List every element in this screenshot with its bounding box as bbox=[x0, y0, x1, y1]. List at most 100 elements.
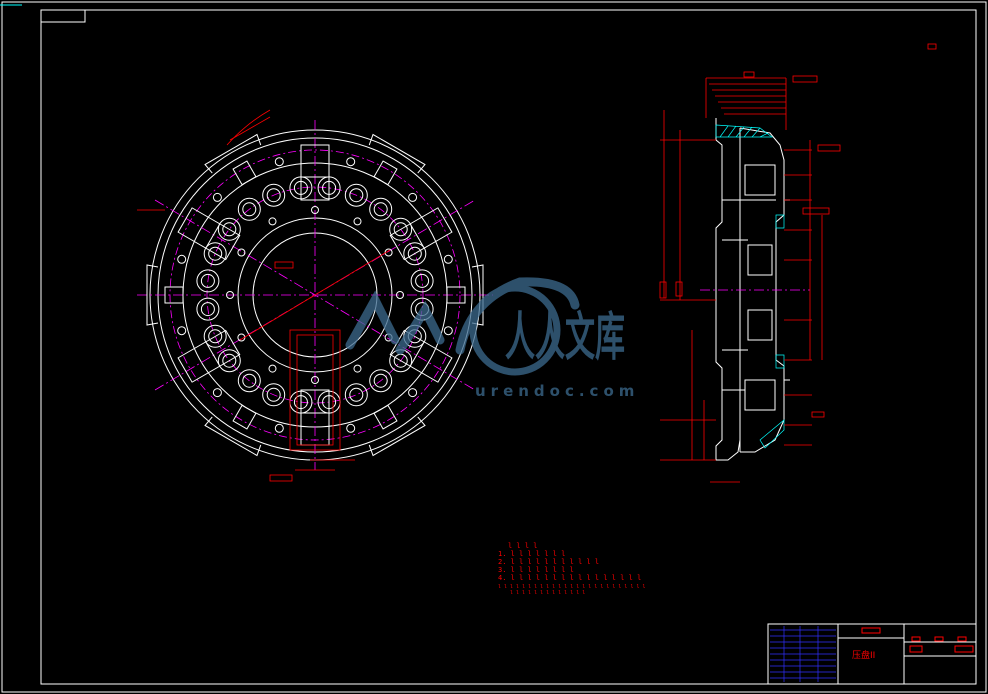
hub-hole bbox=[311, 206, 319, 214]
watermark-logo-text: 人人文库 bbox=[505, 308, 625, 368]
mount-hole bbox=[203, 324, 227, 348]
mount-hole-inner bbox=[266, 387, 281, 402]
watermark-url-text: urendoc.com bbox=[475, 382, 639, 400]
small-hole bbox=[443, 254, 453, 264]
hub-hole bbox=[226, 291, 234, 299]
window-divider bbox=[205, 341, 221, 367]
mount-hole bbox=[262, 383, 286, 407]
hub-hole bbox=[353, 364, 362, 373]
mount-hole-inner bbox=[200, 302, 215, 317]
mount-hole-inner bbox=[222, 353, 237, 368]
window-outline bbox=[389, 207, 453, 261]
spoke-window bbox=[177, 329, 241, 383]
title-block bbox=[767, 623, 977, 685]
lug-pocket bbox=[164, 286, 184, 304]
watermark: 人人文库 urendoc.com bbox=[345, 277, 639, 400]
note-line-3: 3. l l l l l l l l bbox=[498, 566, 574, 574]
hub-hole bbox=[268, 217, 277, 226]
outer-lug bbox=[204, 133, 262, 186]
lug-pocket bbox=[446, 286, 466, 304]
note-line-2: 2. l l l l l l l l l l l bbox=[498, 558, 599, 566]
hub-hole bbox=[268, 364, 277, 373]
small-hole bbox=[274, 157, 284, 167]
lug-outline bbox=[146, 264, 159, 326]
mount-hole-inner bbox=[373, 373, 388, 388]
outer-lug bbox=[368, 404, 426, 457]
small-hole bbox=[443, 326, 453, 336]
mount-hole-inner bbox=[349, 188, 364, 203]
small-hole bbox=[346, 423, 356, 433]
note-line-0: l l l l bbox=[508, 542, 538, 550]
watermark-logo-icon bbox=[345, 277, 580, 355]
mount-hole bbox=[410, 269, 434, 293]
lug-pocket bbox=[373, 160, 398, 186]
mount-hole bbox=[196, 269, 220, 293]
spoke-window bbox=[300, 144, 330, 201]
mount-hole-inner bbox=[242, 373, 257, 388]
mount-hole bbox=[217, 217, 241, 241]
front-slots bbox=[177, 144, 453, 446]
spoke-window bbox=[177, 207, 241, 261]
mount-hole bbox=[369, 369, 393, 393]
small-hole bbox=[408, 192, 418, 202]
front-dimensions bbox=[137, 109, 391, 482]
front-lugs bbox=[146, 133, 484, 457]
hub-hole bbox=[396, 291, 404, 299]
small-hole bbox=[274, 423, 284, 433]
section-view bbox=[659, 43, 937, 483]
lug-outline bbox=[368, 416, 426, 457]
small-hole bbox=[212, 388, 222, 398]
note-line-6: l l l l l l l l l l l l l bbox=[510, 590, 585, 596]
mount-hole bbox=[262, 183, 286, 207]
mount-hole-inner bbox=[222, 222, 237, 237]
mount-hole bbox=[369, 197, 393, 221]
mount-hole-inner bbox=[208, 329, 223, 344]
small-hole bbox=[177, 326, 187, 336]
small-hole bbox=[177, 254, 187, 264]
window-outline bbox=[177, 329, 241, 383]
lug-pocket bbox=[232, 160, 257, 186]
watermark-ring-icon bbox=[469, 284, 561, 376]
mount-hole-inner bbox=[373, 202, 388, 217]
outer-lug bbox=[146, 264, 184, 326]
mount-hole bbox=[403, 242, 427, 266]
front-holes bbox=[177, 157, 453, 433]
mount-hole-inner bbox=[266, 188, 281, 203]
hub-hole bbox=[237, 248, 246, 257]
window-divider bbox=[409, 223, 425, 249]
mount-hole bbox=[389, 217, 413, 241]
window-divider bbox=[205, 223, 221, 249]
hub-hole bbox=[353, 217, 362, 226]
mount-hole-inner bbox=[242, 202, 257, 217]
mount-hole-inner bbox=[349, 387, 364, 402]
lug-outline bbox=[204, 133, 262, 174]
window-outline bbox=[300, 144, 330, 201]
lug-outline bbox=[204, 416, 262, 457]
mount-hole bbox=[203, 242, 227, 266]
mount-hole-inner bbox=[415, 273, 430, 288]
small-hole bbox=[408, 388, 418, 398]
lug-pocket bbox=[373, 404, 398, 430]
small-hole bbox=[346, 157, 356, 167]
lug-outline bbox=[471, 264, 484, 326]
outer-lug bbox=[368, 133, 426, 186]
front-view bbox=[137, 109, 493, 482]
mount-hole bbox=[196, 297, 220, 321]
window-divider bbox=[409, 341, 425, 367]
mount-hole bbox=[237, 197, 261, 221]
technical-notes: l l l l 1. l l l l l l l 2. l l l l l l … bbox=[498, 542, 646, 596]
outer-lug bbox=[204, 404, 262, 457]
note-line-5: l l l l l l l l l l l l l l l l l l l l … bbox=[498, 584, 646, 590]
part-name-label: 压盘II bbox=[852, 649, 875, 661]
section-profile bbox=[715, 118, 790, 461]
mount-hole-inner bbox=[407, 246, 422, 261]
outer-lug bbox=[446, 264, 484, 326]
section-hatching bbox=[715, 124, 785, 449]
window-outline bbox=[177, 207, 241, 261]
note-line-1: 1. l l l l l l l bbox=[498, 550, 565, 558]
note-line-4: 4. l l l l l l l l l l l l l l l l bbox=[498, 574, 641, 582]
mount-hole bbox=[217, 349, 241, 373]
mount-hole bbox=[344, 183, 368, 207]
